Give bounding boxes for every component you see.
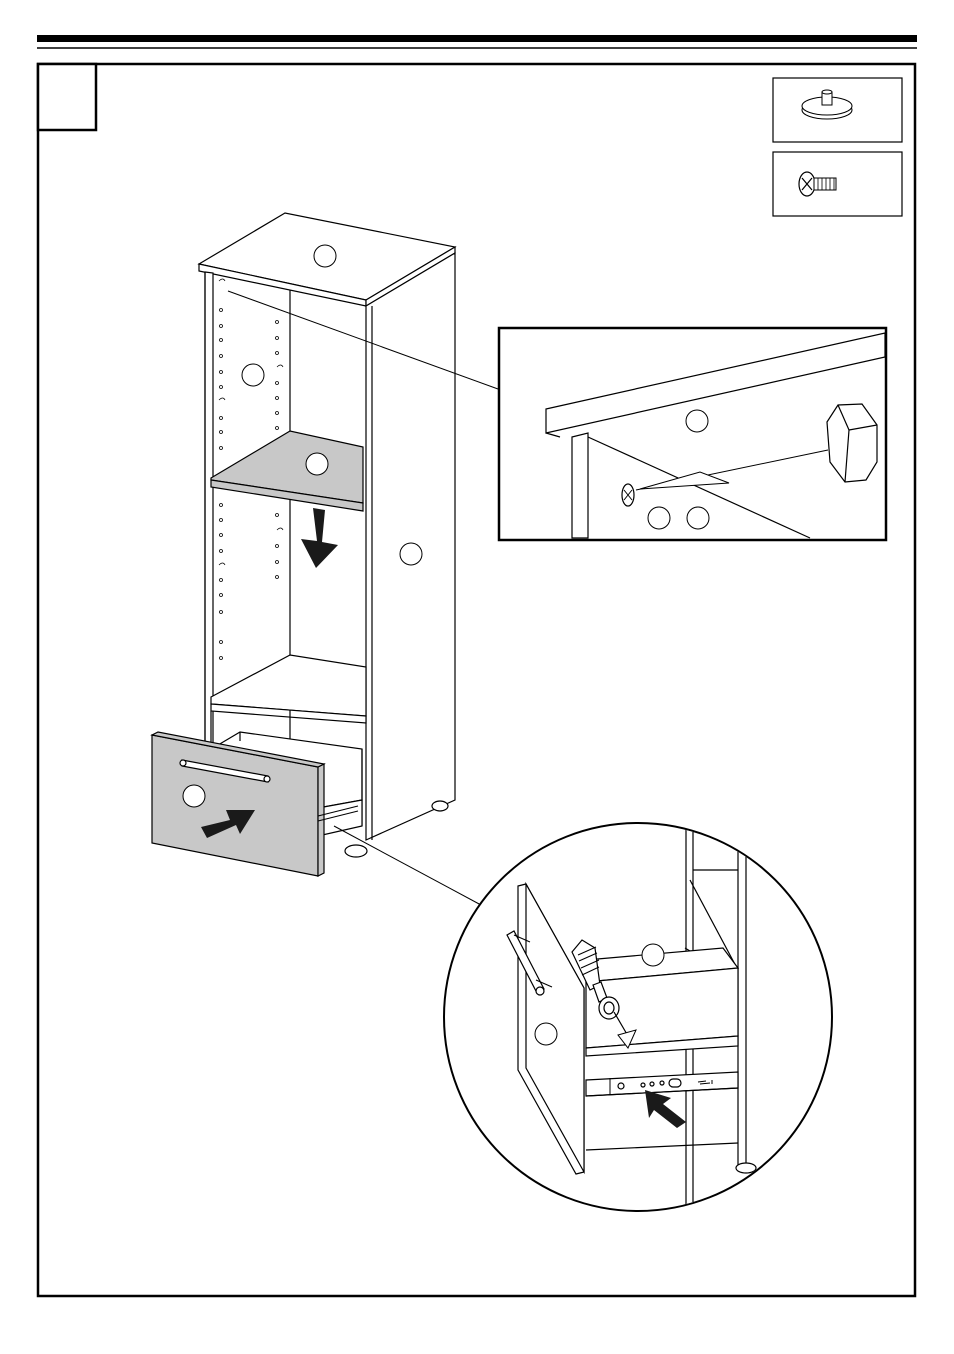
leader-line-rail-detail [334,826,481,905]
callout-label [648,507,670,529]
callout-label [306,453,328,475]
header-bar [37,35,917,42]
callout-label [183,785,205,807]
callout-label [242,364,264,386]
callout-label [642,944,664,966]
cabinet-foot [345,845,367,857]
callout-label [686,410,708,432]
hardware-screw-box [773,152,902,216]
hardware-cam-box [773,78,902,142]
callout-label [687,507,709,529]
shelf-insert-arrow [301,508,338,568]
cabinet-left-side-panel [205,272,213,750]
callout-label [400,543,422,565]
detail-circle-rail [444,820,832,1211]
cabinet-foot [432,801,448,811]
callout-label [535,1023,557,1045]
step-number [38,64,96,130]
callout-label [314,245,336,267]
